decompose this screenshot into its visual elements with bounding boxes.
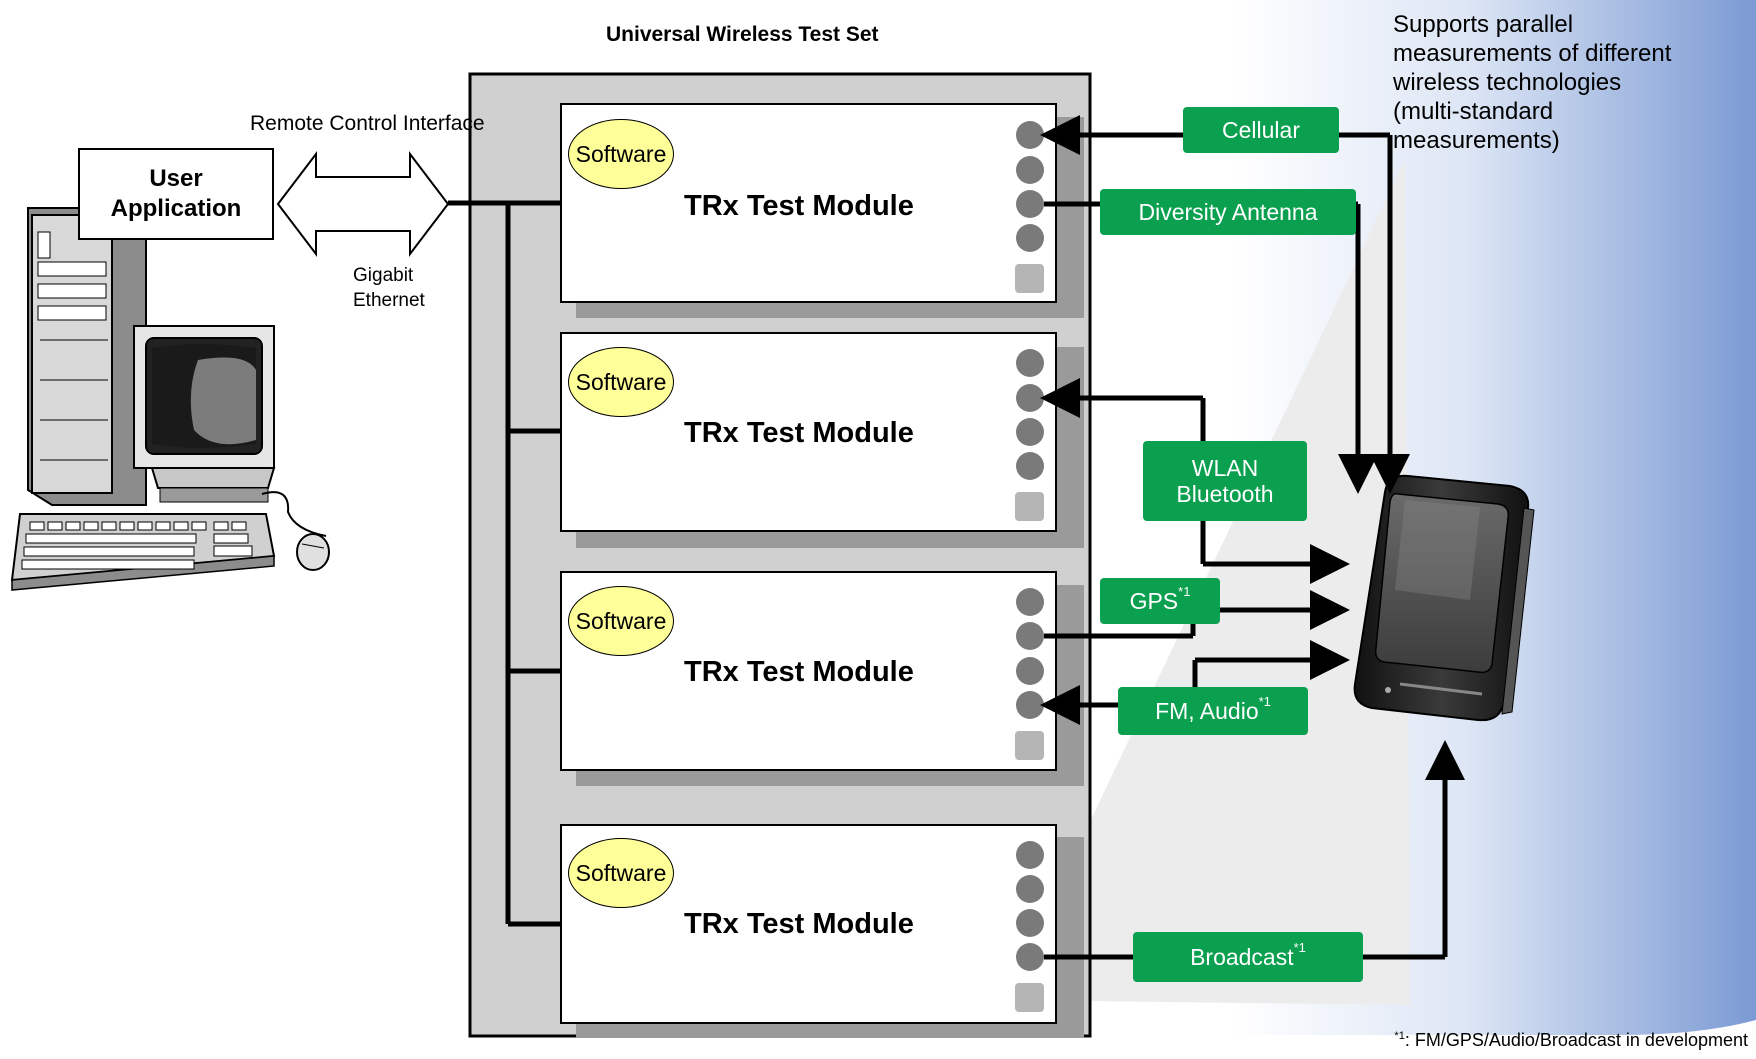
note-line-5: measurements) bbox=[1393, 127, 1560, 154]
desktop-computer-icon bbox=[27, 207, 147, 506]
remote-control-arrow bbox=[276, 151, 450, 257]
software-badge-3: Software bbox=[568, 586, 674, 656]
footnote: *1: FM/GPS/Audio/Broadcast in developmen… bbox=[1394, 1030, 1748, 1051]
user-application-line-2: Application bbox=[110, 195, 242, 222]
crt-monitor-icon bbox=[133, 325, 276, 503]
ethernet-label: Gigabit Ethernet bbox=[353, 263, 425, 313]
user-application-line-1: User bbox=[149, 165, 203, 192]
module-1-ports bbox=[1015, 121, 1044, 293]
note-line-4: (multi-standard bbox=[1393, 98, 1554, 125]
note-text: Supports parallel measurements of differ… bbox=[1393, 10, 1671, 155]
fm-audio-tag: FM, Audio*1 bbox=[1118, 687, 1308, 735]
remote-control-label: Remote Control Interface bbox=[250, 112, 485, 135]
wlan-bluetooth-tag: WLAN Bluetooth bbox=[1143, 441, 1307, 521]
ethernet-bus bbox=[448, 200, 561, 927]
fm-audio-footnote-mark: *1 bbox=[1258, 694, 1271, 709]
module-title-2: TRx Test Module bbox=[684, 417, 914, 449]
ethernet-label-line-2: Ethernet bbox=[353, 290, 425, 311]
module-title-3: TRx Test Module bbox=[684, 656, 914, 688]
mouse-icon bbox=[261, 491, 330, 571]
module-2-ports bbox=[1015, 349, 1044, 521]
broadcast-tag: Broadcast*1 bbox=[1133, 932, 1363, 982]
module-1-box bbox=[560, 103, 1084, 318]
fm-audio-label: FM, Audio bbox=[1155, 698, 1259, 724]
software-badge-2: Software bbox=[568, 347, 674, 417]
note-line-3: wireless technologies bbox=[1393, 69, 1622, 96]
note-line-1: Supports parallel bbox=[1393, 11, 1574, 38]
cellular-tag: Cellular bbox=[1183, 107, 1339, 153]
software-badge-4: Software bbox=[568, 838, 674, 908]
broadcast-label: Broadcast bbox=[1190, 944, 1294, 970]
wlan-label: WLAN bbox=[1191, 455, 1259, 481]
module-title-4: TRx Test Module bbox=[684, 908, 914, 940]
module-4-ports bbox=[1015, 841, 1044, 1012]
broadcast-footnote-mark: *1 bbox=[1293, 940, 1306, 955]
gps-label: GPS bbox=[1129, 588, 1179, 614]
user-application-box: User Application bbox=[78, 148, 274, 240]
mobile-phone-icon bbox=[1353, 474, 1535, 722]
bluetooth-label: Bluetooth bbox=[1176, 481, 1274, 507]
footnote-text: : FM/GPS/Audio/Broadcast in development bbox=[1404, 1030, 1748, 1050]
test-set-title: Universal Wireless Test Set bbox=[606, 23, 879, 46]
gps-footnote-mark: *1 bbox=[1178, 584, 1191, 599]
software-badge-1: Software bbox=[568, 119, 674, 189]
footnote-mark: *1 bbox=[1394, 1030, 1405, 1042]
keyboard-icon bbox=[10, 513, 276, 591]
diversity-antenna-tag: Diversity Antenna bbox=[1100, 189, 1356, 235]
module-3-ports bbox=[1015, 588, 1044, 760]
gps-tag: GPS*1 bbox=[1100, 578, 1220, 624]
note-line-2: measurements of different bbox=[1393, 40, 1672, 67]
ethernet-label-line-1: Gigabit bbox=[353, 265, 414, 286]
module-3-box bbox=[560, 571, 1084, 786]
module-title-1: TRx Test Module bbox=[684, 190, 914, 222]
